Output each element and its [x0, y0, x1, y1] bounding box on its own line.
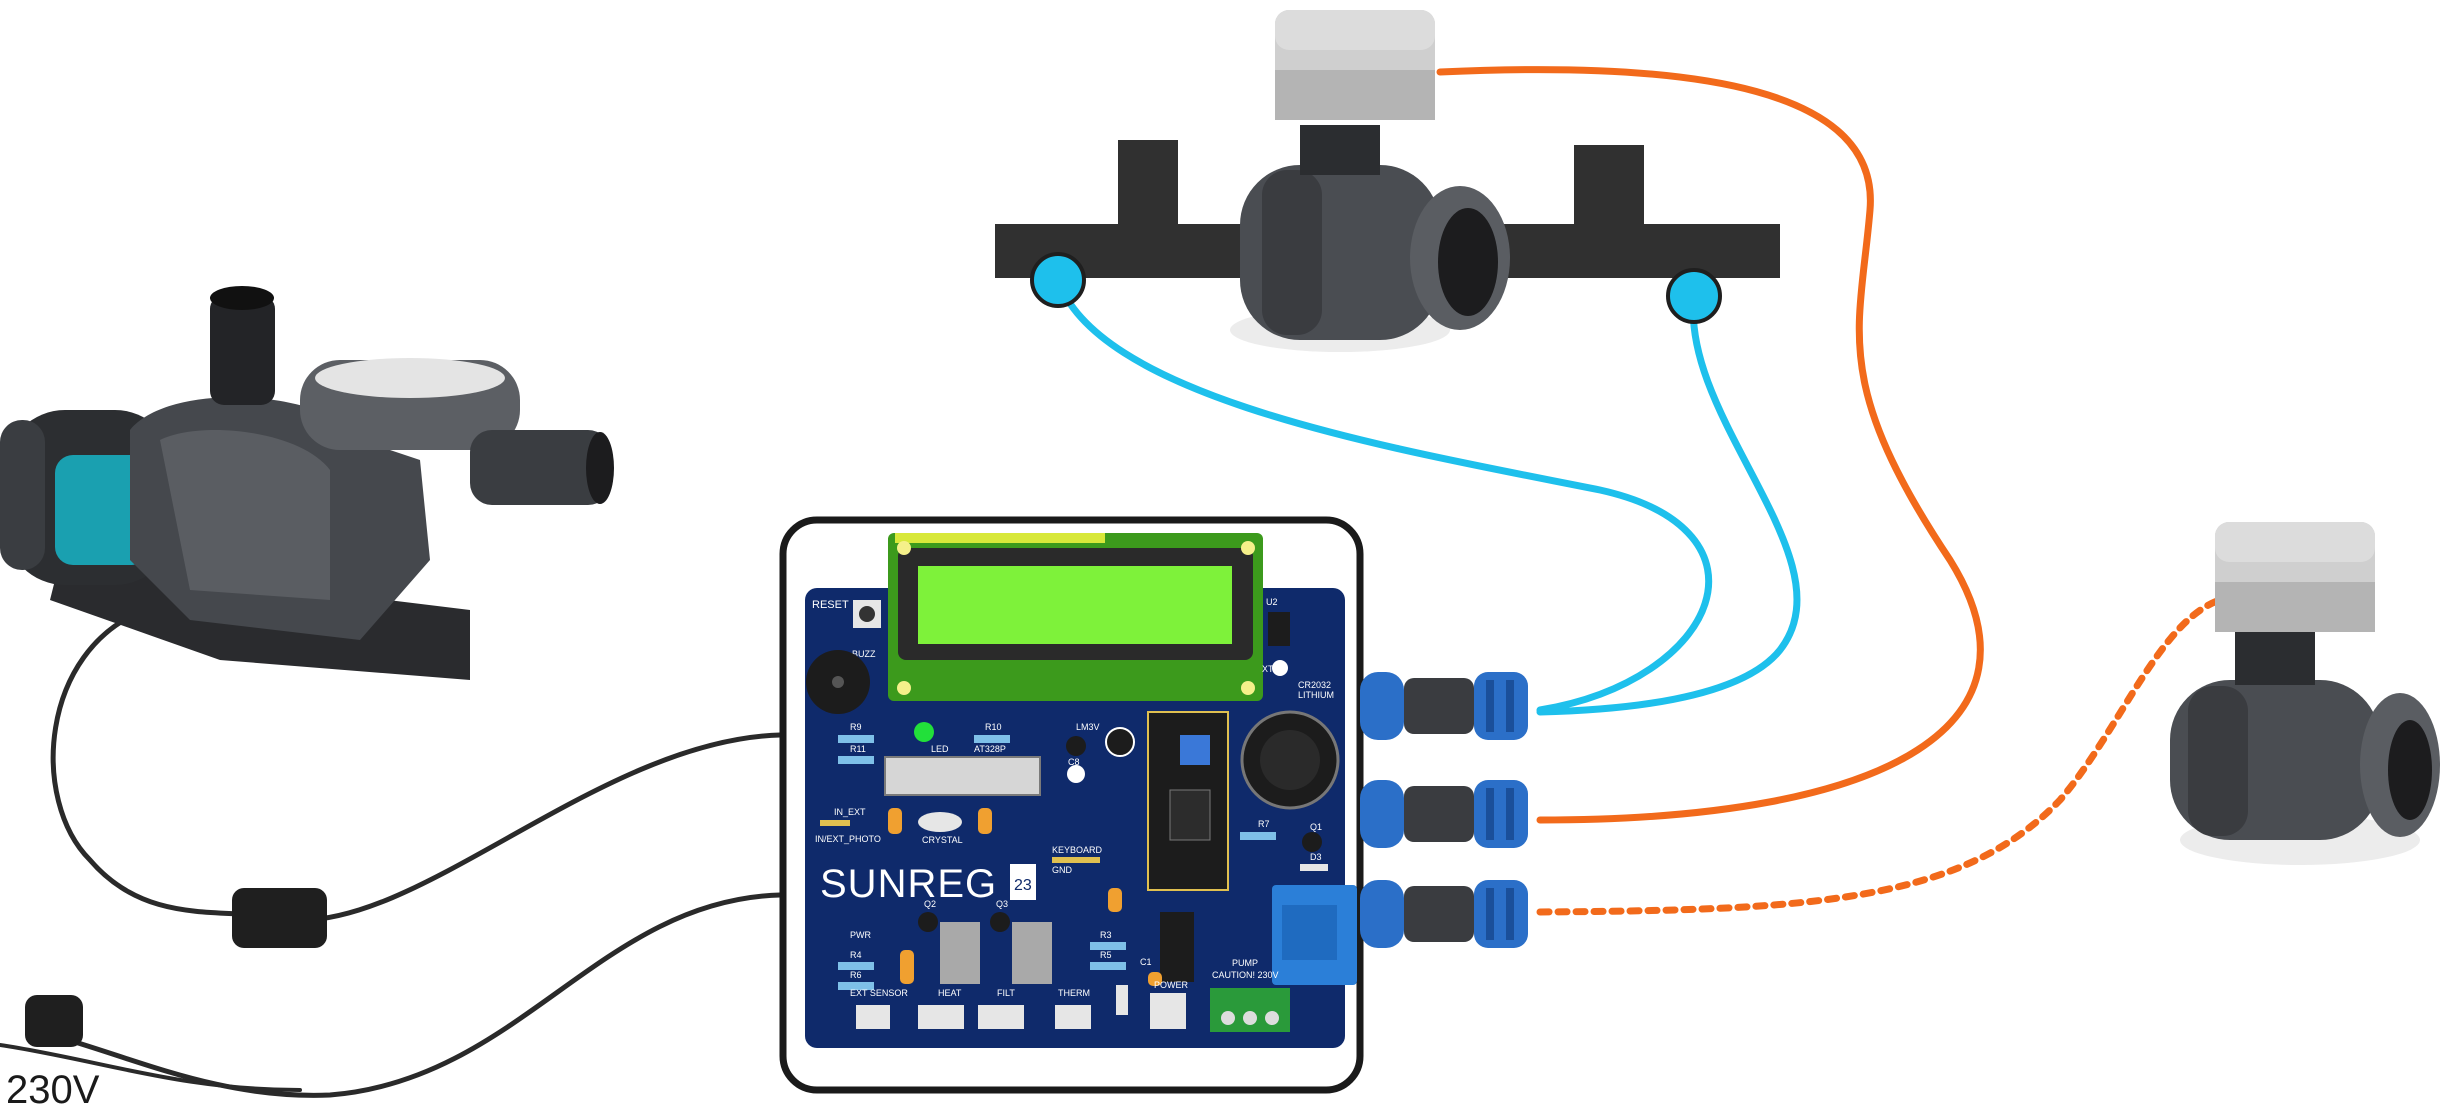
- microcontroller-chip: [884, 756, 1041, 796]
- label-r5: R5: [1100, 950, 1112, 960]
- label-pwr: PWR: [850, 930, 871, 940]
- cable-gland-optional-valve: [1360, 880, 1528, 948]
- label-r3: R3: [1100, 930, 1112, 940]
- connector-heat: [918, 1005, 964, 1029]
- label-gnd: GND: [1052, 865, 1073, 875]
- label-filt: FILT: [997, 988, 1015, 998]
- label-crystal: CRYSTAL: [922, 835, 963, 845]
- label-power: POWER: [1154, 980, 1189, 990]
- label-q1: Q1: [1310, 822, 1322, 832]
- label-r11: R11: [850, 744, 866, 754]
- mains-plug: [25, 995, 83, 1047]
- label-lm: LM3V: [1076, 722, 1100, 732]
- cable-glands: [1360, 672, 1528, 948]
- connector-therm: [1055, 1005, 1091, 1029]
- temperature-sensor-right: [1666, 268, 1722, 324]
- label-buzz: BUZZ: [852, 649, 876, 659]
- label-r10: R10: [985, 722, 1002, 732]
- label-c1: C1: [1140, 957, 1152, 967]
- label-q2: Q2: [924, 899, 936, 909]
- i2c-adapter: [1147, 711, 1229, 891]
- connector-filt: [978, 1005, 1024, 1029]
- label-pump: PUMP: [1232, 958, 1258, 968]
- crystal: [918, 812, 962, 832]
- label-in-ext: IN_EXT: [834, 807, 866, 817]
- label-r6: R6: [850, 970, 862, 980]
- pool-pump: [0, 286, 614, 680]
- connector-power: [1150, 993, 1186, 1029]
- label-in-ext-photo: IN/EXT_PHOTO: [815, 834, 881, 844]
- valve-control-wire-optional: [1536, 596, 2224, 916]
- label-r4: R4: [850, 950, 862, 960]
- label-mcu: AT328P: [974, 744, 1006, 754]
- terminal-block-pump: [1210, 988, 1290, 1032]
- wires: [0, 66, 2224, 1098]
- label-u2: U2: [1266, 597, 1278, 607]
- connector-ext-sensor: [856, 1005, 890, 1029]
- supply-voltage-label: 230V: [6, 1068, 100, 1111]
- sensor-wire-collector-right: [1536, 292, 1801, 716]
- manifold-riser-left: [1118, 140, 1178, 230]
- manifold-riser-right: [1574, 145, 1644, 230]
- cable-gland-sensors: [1360, 672, 1528, 740]
- mains-supply-cable: [27, 892, 783, 1098]
- label-led: LED: [931, 744, 949, 754]
- label-caution: CAUTION! 230V: [1212, 970, 1279, 980]
- mains-supply-cable-b: [0, 1043, 302, 1092]
- inline-switch: [232, 888, 327, 948]
- pump-outlet: [470, 430, 610, 505]
- label-heat: HEAT: [938, 988, 962, 998]
- label-therm: THERM: [1058, 988, 1090, 998]
- label-reset: RESET: [812, 599, 849, 611]
- label-q3: Q3: [996, 899, 1008, 909]
- sensor-wire-collector-left: [1054, 276, 1713, 714]
- motorized-valve-optional: [2170, 522, 2440, 865]
- pump-accent: [55, 455, 150, 565]
- cable-gland-valve: [1360, 780, 1528, 848]
- brand-logo: SUNREG: [820, 862, 997, 906]
- motorized-valve-main: [1230, 10, 1510, 352]
- valve-control-wire-main: [1436, 66, 1984, 824]
- label-r9: R9: [850, 722, 862, 732]
- label-keyboard: KEYBOARD: [1052, 845, 1103, 855]
- label-r7: R7: [1258, 819, 1270, 829]
- brand-badge: 23: [1014, 877, 1032, 894]
- label-d3: D3: [1310, 852, 1322, 862]
- lcd-screen: [918, 566, 1232, 644]
- label-c8: C8: [1068, 757, 1080, 767]
- regulator: [1160, 912, 1194, 982]
- pump-inlet: [210, 295, 275, 405]
- pump-power-cable: [50, 607, 783, 923]
- temperature-sensor-left: [1030, 252, 1086, 308]
- label-ext-sensor: EXT SENSOR: [850, 988, 908, 998]
- status-led: [914, 722, 934, 742]
- controller-enclosure: RESET BUZZ R9 R11 LED R10 LM3V C8 AT328P…: [779, 516, 1364, 1094]
